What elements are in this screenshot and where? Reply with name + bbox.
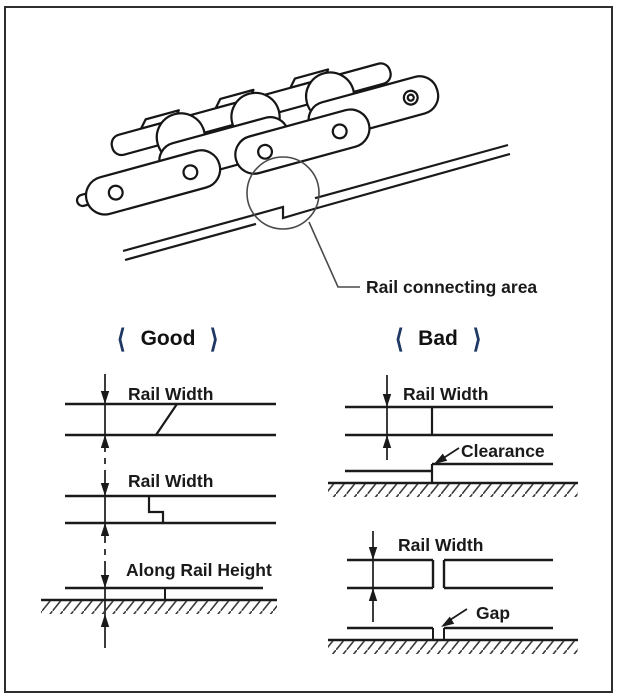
bad-clearance-ground-hatch (328, 484, 578, 497)
bad-section-title: ⟨ Bad ⟩ (368, 322, 508, 356)
callout-circle (246, 156, 320, 230)
good-dimension-arrowheads (100, 391, 110, 627)
bad-diagram-gap-top-view (347, 558, 553, 590)
bad-dimension-arrowheads-1 (382, 394, 392, 448)
good-diagram-rail-height (41, 586, 277, 602)
good-left-bracket: ⟨ (116, 323, 127, 355)
bad-dimension-arrowheads-2 (368, 547, 378, 601)
outer-border (4, 6, 613, 693)
good-rail-width-label-2: Rail Width (128, 471, 214, 491)
good-section-title: ⟨ Good ⟩ (98, 322, 238, 356)
bad-gap-ground-hatch (328, 641, 578, 654)
bad-rail-width-label-1: Rail Width (403, 384, 489, 404)
bad-right-bracket: ⟩ (472, 323, 482, 355)
clearance-label: Clearance (461, 441, 545, 461)
chain-pin-holes (107, 89, 419, 201)
good-diagram-step-joint (65, 494, 276, 525)
clearance-arrow (434, 447, 460, 464)
good-rail-width-label-1: Rail Width (128, 384, 214, 404)
rail-connecting-area-label: Rail connecting area (366, 277, 538, 297)
good-diagram-scarf-joint (65, 402, 276, 437)
along-rail-height-label: Along Rail Height (126, 560, 272, 580)
callout-leader-line (308, 221, 360, 288)
rail-lines (122, 143, 511, 262)
bad-left-bracket: ⟨ (394, 323, 404, 355)
gap-label: Gap (476, 603, 511, 623)
chain-illustration (75, 62, 440, 216)
gap-arrow (441, 608, 468, 627)
good-title-text: Good (140, 327, 196, 350)
bad-diagram-gap-side-view (328, 626, 578, 642)
bad-diagram-clearance (328, 462, 578, 485)
bad-title-text: Bad (418, 327, 458, 350)
bad-diagram-butt-joint (345, 405, 553, 437)
good-ground-hatch (41, 601, 277, 614)
rail-joint-step (250, 205, 313, 220)
good-right-bracket: ⟩ (209, 323, 220, 355)
bad-rail-width-label-2: Rail Width (398, 535, 484, 555)
